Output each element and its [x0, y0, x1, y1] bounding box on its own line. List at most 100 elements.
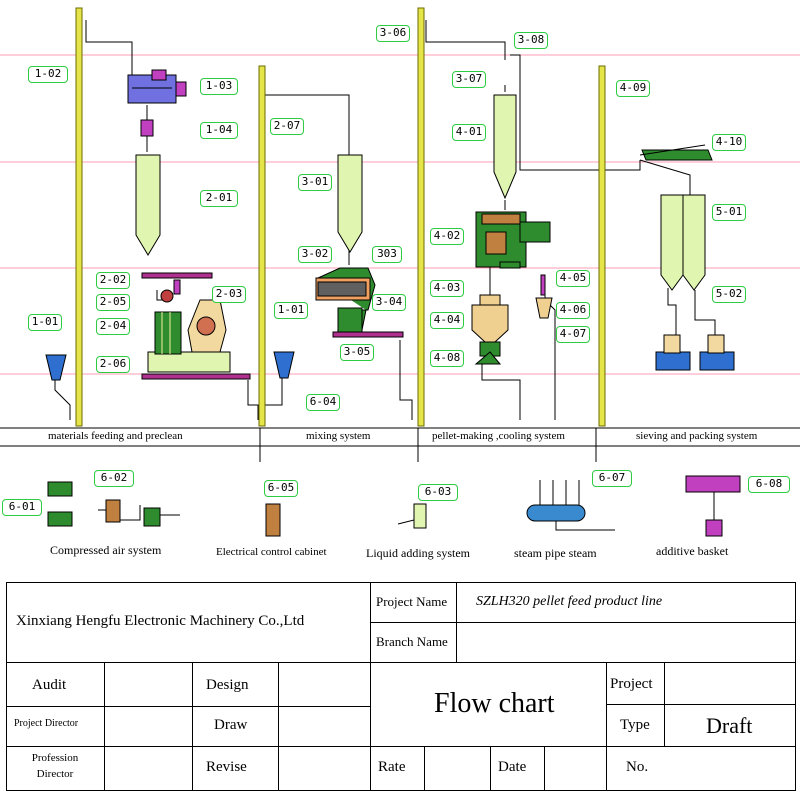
tag-4-10: 4-10	[712, 134, 746, 151]
section-label-pelleting: pellet-making ,cooling system	[432, 430, 565, 442]
aux-cabinet	[265, 503, 281, 537]
aux-additive	[685, 475, 741, 537]
tag-3-05: 3-05	[340, 344, 374, 361]
grinder-station	[147, 279, 231, 373]
cyclone	[535, 274, 553, 319]
bucket-elevators	[75, 7, 606, 427]
tb-rule	[192, 662, 193, 791]
tag-1-04: 1-04	[200, 122, 238, 139]
tb-rule	[606, 704, 796, 705]
tag-3-07: 3-07	[452, 71, 486, 88]
tag-3-01: 3-01	[298, 174, 332, 191]
tb-rule	[664, 662, 665, 746]
label-steam-pipe: steam pipe steam	[514, 546, 597, 560]
tag-4-08: 4-08	[430, 350, 464, 367]
tb-rule	[490, 746, 491, 791]
tag-6-02: 6-02	[94, 470, 134, 487]
tag-5-01: 5-01	[712, 204, 746, 221]
tag-2-06: 2-06	[96, 356, 130, 373]
tag-2-05: 2-05	[96, 294, 130, 311]
tb-rule	[424, 746, 425, 791]
project-name-label: Project Name	[376, 594, 448, 609]
elevator-3	[417, 7, 425, 427]
silos	[135, 94, 706, 291]
revise-label: Revise	[206, 759, 247, 775]
tag-2-01: 2-01	[200, 190, 238, 207]
no-label: No.	[626, 759, 649, 775]
tb-rule	[278, 662, 279, 791]
title-block	[6, 582, 796, 791]
tag-6-04: 6-04	[306, 394, 340, 411]
tag-2-02: 2-02	[96, 272, 130, 289]
crumbler	[474, 351, 502, 365]
cooler	[471, 294, 509, 357]
tag-4-06: 4-06	[556, 302, 590, 319]
tag-1-01-a: 1-01	[28, 314, 62, 331]
tb-rule	[606, 662, 607, 791]
tb-rule	[6, 746, 796, 747]
bin-5-01a	[660, 194, 684, 291]
elevator-1	[75, 7, 83, 427]
elevator-2	[258, 65, 266, 427]
tag-6-08: 6-08	[748, 476, 790, 493]
pellet-mill	[475, 211, 551, 269]
aux-steam	[526, 480, 615, 531]
tag-6-07: 6-07	[592, 470, 632, 487]
drawing-title: Flow chart	[434, 688, 555, 719]
conveyors	[141, 272, 404, 380]
project-director-label: Project Director	[14, 718, 79, 729]
tag-1-01-b: 1-01	[274, 302, 308, 319]
rate-label: Rate	[378, 759, 406, 775]
project-label: Project	[610, 676, 653, 692]
packing-scales	[655, 334, 735, 371]
rotary-sieve	[639, 144, 713, 161]
aux-liquid	[397, 503, 427, 529]
type-label: Type	[620, 717, 650, 733]
tag-6-05: 6-05	[264, 480, 298, 497]
section-label-packing: sieving and packing system	[636, 430, 758, 442]
company-name: Xinxiang Hengfu Electronic Machinery Co.…	[16, 613, 305, 629]
tag-4-02: 4-02	[430, 228, 464, 245]
mixer	[315, 267, 376, 333]
tb-rule	[6, 662, 796, 663]
bin-5-01b	[682, 194, 706, 291]
tb-rule	[370, 622, 796, 623]
label-liquid-adding: Liquid adding system	[366, 546, 470, 560]
tb-rule	[544, 746, 545, 791]
type-value: Draft	[706, 713, 753, 738]
bin-3-01	[337, 154, 363, 253]
feed-hoppers	[45, 351, 295, 381]
aux-air	[47, 481, 161, 527]
tag-3-06: 3-06	[376, 25, 410, 42]
tag-3-02: 3-02	[298, 246, 332, 263]
label-compressed-air: Compressed air system	[50, 543, 162, 557]
tag-3-08: 3-08	[514, 32, 548, 49]
tag-6-01: 6-01	[2, 499, 42, 516]
tag-5-02: 5-02	[712, 286, 746, 303]
tag-4-09: 4-09	[616, 80, 650, 97]
tag-2-04: 2-04	[96, 318, 130, 335]
drum-sieve	[127, 69, 187, 104]
tag-6-03: 6-03	[418, 484, 458, 501]
tag-2-07: 2-07	[270, 118, 304, 135]
tag-4-05: 4-05	[556, 270, 590, 287]
label-additive-basket: additive basket	[656, 544, 729, 558]
tb-rule	[370, 582, 371, 791]
elevator-4	[598, 65, 606, 427]
tb-rule	[6, 706, 370, 707]
section-label-feeding: materials feeding and preclean	[48, 430, 183, 442]
date-label: Date	[498, 759, 527, 775]
tag-4-04: 4-04	[430, 312, 464, 329]
tag-4-01: 4-01	[452, 124, 486, 141]
section-divider	[0, 427, 800, 462]
profession-director-label: Profession Director	[31, 752, 79, 780]
tag-1-03: 1-03	[200, 78, 238, 95]
tag-2-03: 2-03	[212, 286, 246, 303]
tag-303: 303	[372, 246, 402, 263]
tag-3-04: 3-04	[372, 294, 406, 311]
label-control-cabinet: Electrical control cabinet	[216, 546, 327, 558]
audit-label: Audit	[32, 677, 67, 693]
tag-4-03: 4-03	[430, 280, 464, 297]
project-name-value: SZLH320 pellet feed product line	[476, 594, 663, 609]
